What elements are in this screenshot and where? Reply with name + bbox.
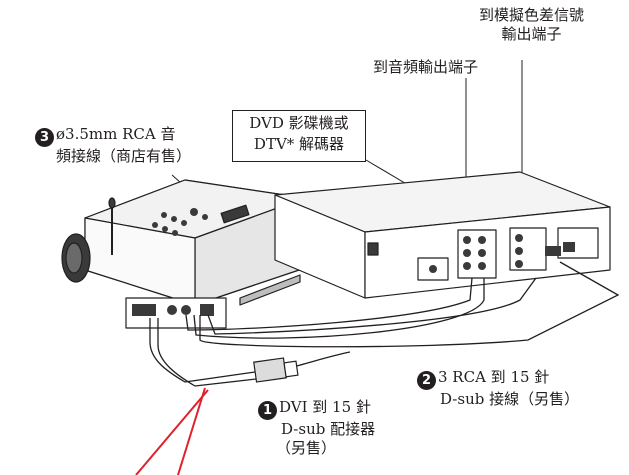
number-badge-3: 3	[35, 128, 54, 147]
label-cable-3-line2: 頻接線（商店有售）	[56, 147, 192, 165]
number-badge-2: 2	[417, 371, 436, 390]
label-adapter-1-line2: D-sub 配接器	[281, 420, 376, 438]
cables	[149, 261, 620, 387]
label-cable-2-line1: 3 RCA 到 15 針	[438, 368, 550, 386]
label-analog-output-line2: 輸出端子	[501, 25, 562, 43]
device-label-line2: DTV* 解碼器	[253, 135, 345, 153]
label-adapter-1-line3: （另售）	[276, 439, 337, 457]
device-label-line1: DVD 影碟機或	[249, 114, 349, 132]
dvi-adapter	[253, 357, 299, 383]
label-cable-2-line2: D-sub 接線（另售）	[440, 390, 580, 408]
label-analog-output-line1: 到模擬色差信號	[479, 6, 585, 24]
highlight-lines	[135, 387, 209, 475]
projector	[61, 179, 306, 329]
label-cable-3-line1: ø3.5mm RCA 音	[56, 125, 176, 143]
device-label-box: DVD 影碟機或 DTV* 解碼器	[232, 110, 366, 162]
label-adapter-1-line1: DVI 到 15 針	[279, 398, 371, 416]
number-badge-1: 1	[258, 401, 277, 420]
label-analog-output: 到模擬色差信號 輸出端子	[479, 6, 584, 44]
dvd-dtv-device	[274, 171, 611, 299]
label-audio-output: 到音頻輸出端子	[373, 58, 479, 76]
